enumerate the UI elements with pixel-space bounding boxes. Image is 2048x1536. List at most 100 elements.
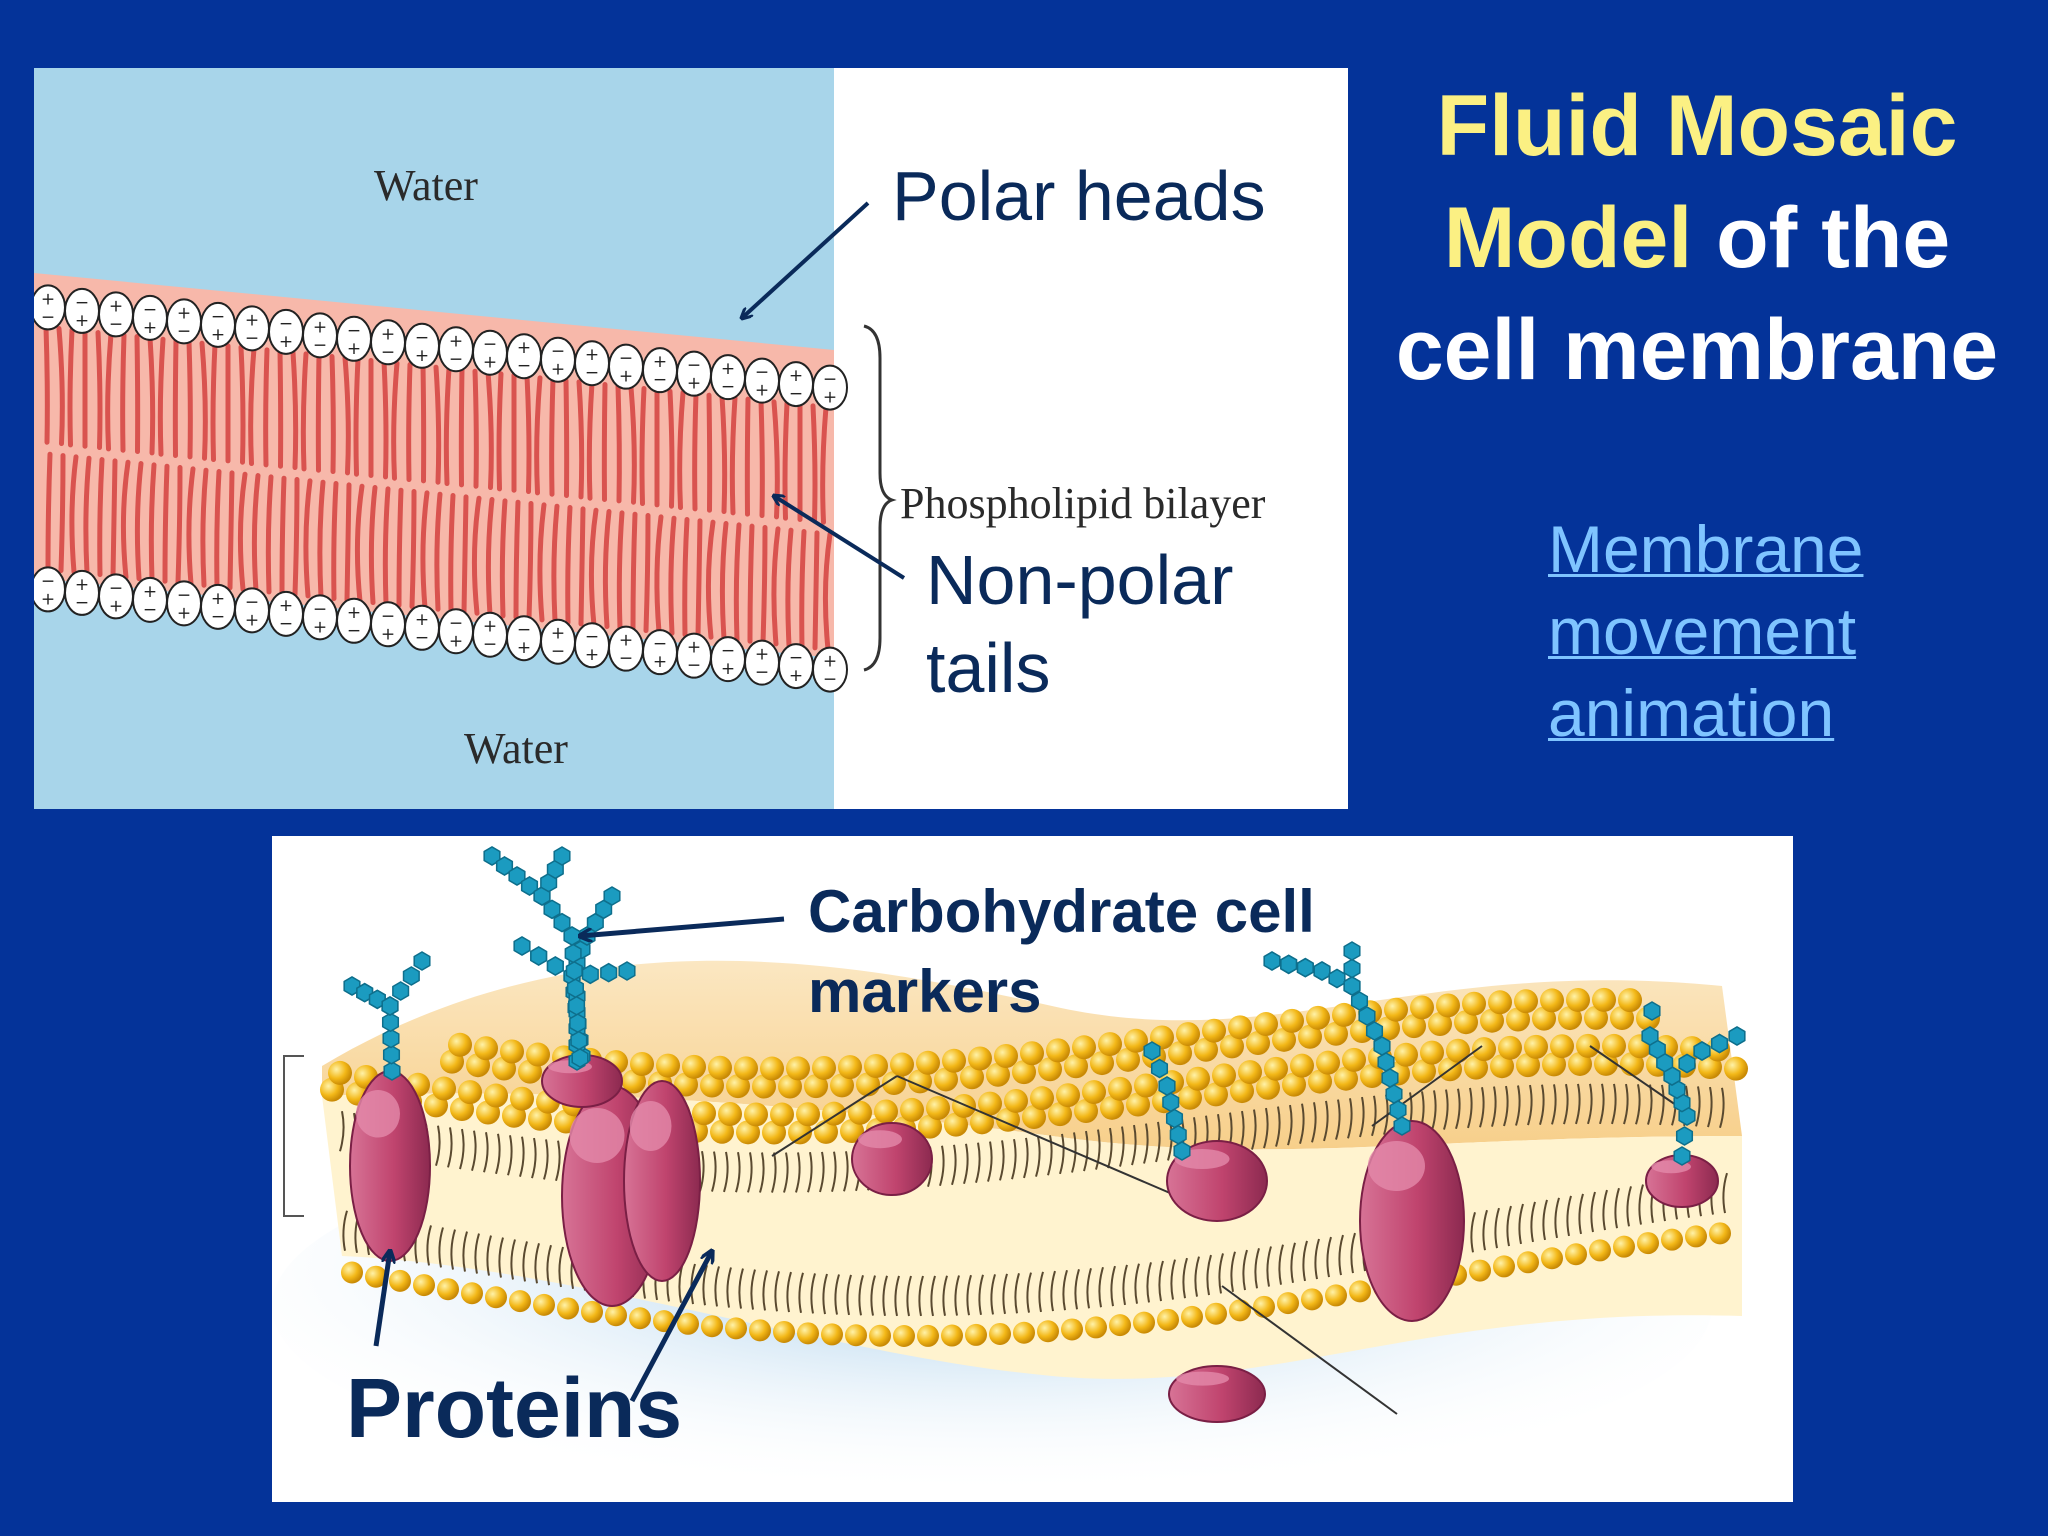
tail-mark (639, 386, 647, 507)
link-line1: Membrane (1548, 512, 1864, 586)
lipid-tail (1467, 1087, 1473, 1129)
protein-arrow-right (629, 1251, 712, 1403)
tail-mark (342, 355, 351, 476)
lipid-tail (1074, 1269, 1080, 1310)
lipid-tail (1371, 1095, 1377, 1137)
lipid-head (1202, 1018, 1226, 1043)
svg-text:−: − (449, 349, 463, 369)
tail-mark (265, 474, 274, 595)
lipid-tail (531, 1137, 537, 1179)
svg-text:+: + (41, 289, 55, 309)
lipid-head (762, 1120, 786, 1145)
lipid-head (1301, 1288, 1323, 1311)
lipid-tail (843, 1151, 849, 1192)
tail-mark (758, 398, 765, 519)
lipid-tail (738, 1268, 744, 1309)
lipid-head (1436, 993, 1460, 1018)
lipid-tail (783, 1152, 789, 1193)
lipid-tail (1542, 1199, 1548, 1241)
lipid-tail (966, 1274, 972, 1316)
lipid-head (1420, 1040, 1444, 1065)
sugar-bead (495, 856, 514, 876)
lipid-head (692, 1101, 716, 1126)
svg-text:+: + (789, 666, 803, 686)
polar-head: +− (778, 361, 814, 408)
lipid-tail (1518, 1203, 1524, 1245)
sugar-bead (1643, 1001, 1661, 1021)
polar-head: +− (268, 590, 304, 637)
lipid-tail (1443, 1089, 1449, 1130)
sugar-bead (603, 886, 621, 906)
sugar-bead (565, 960, 583, 981)
lipid-head (994, 1043, 1018, 1068)
svg-text:+: + (653, 352, 667, 372)
polar-head: +− (370, 319, 406, 366)
lipid-tail (1086, 1268, 1092, 1309)
lipid-tail (870, 1275, 876, 1316)
lipid-tail (1158, 1260, 1164, 1302)
lipid-head (1082, 1080, 1106, 1105)
bilayer-bracket (863, 324, 897, 672)
lipid-head (677, 1312, 699, 1335)
svg-text:−: − (721, 377, 735, 397)
tail-mark (810, 403, 818, 524)
sugar-bead (1328, 968, 1346, 989)
lipid-tail (1083, 1130, 1089, 1172)
svg-text:+: + (75, 311, 89, 331)
tail-mark (719, 394, 728, 515)
lipid-head (1360, 1064, 1384, 1089)
svg-text:+: + (75, 575, 89, 595)
svg-text:+: + (721, 359, 735, 379)
sugar-bead (1358, 1006, 1376, 1026)
nonpolar-tails-arrow (774, 496, 906, 580)
lipid-tail (942, 1275, 948, 1316)
peripheral-protein (1166, 1140, 1268, 1222)
lipid-head (1108, 1076, 1132, 1101)
tail-mark (105, 331, 114, 452)
tail-mark (526, 501, 534, 622)
lipid-head (1568, 1051, 1592, 1076)
lipid-tail (1143, 1123, 1149, 1164)
tail-mark (682, 517, 690, 638)
lipid-tail (1014, 1272, 1020, 1314)
peripheral-protein (1168, 1365, 1266, 1423)
lipid-head (1324, 1021, 1348, 1046)
lipid-head (1168, 1041, 1192, 1066)
polar-head: +− (472, 611, 508, 658)
lipid-tail (543, 1139, 549, 1180)
lipid-tail (714, 1266, 720, 1307)
lipid-head (821, 1323, 843, 1346)
tail-mark (615, 383, 622, 504)
polar-head: −+ (642, 629, 678, 676)
tail-mark (537, 502, 547, 623)
tail-mark (434, 491, 443, 612)
svg-text:+: + (755, 645, 769, 665)
polar-head: −+ (710, 636, 746, 683)
sugar-bead (553, 912, 571, 933)
lipid-tail (690, 1263, 696, 1305)
lipid-tail (495, 1133, 501, 1175)
lipid-head (1394, 1042, 1418, 1067)
membrane-animation-link[interactable]: Membrane movement animation (1548, 508, 1968, 754)
lipid-tail (1062, 1269, 1068, 1311)
lipid-tail (1206, 1254, 1212, 1296)
lipid-head (893, 1324, 915, 1347)
lipid-tail (1107, 1127, 1113, 1169)
polar-head: +− (166, 298, 202, 345)
svg-text:−: − (75, 593, 89, 613)
lipid-head (1637, 1232, 1659, 1255)
lipid-head (1542, 1052, 1566, 1077)
bilayer-diagram: +−−+−++−+−−+−++−+−−+−++−+−−+−++−+−−+−++−… (34, 68, 1348, 809)
sugar-bead (382, 1028, 400, 1049)
lipid-head (1325, 1284, 1347, 1307)
lipid-head (1264, 1056, 1288, 1081)
lipid-tail (1059, 1133, 1065, 1175)
lipid-head (796, 1102, 820, 1127)
lipid-tail (1566, 1195, 1572, 1237)
lipid-head (484, 1083, 508, 1108)
lipid-tail (951, 1144, 957, 1186)
tail-mark (186, 339, 193, 460)
lipid-head (1566, 987, 1590, 1012)
lipid-tail (1611, 1083, 1617, 1125)
svg-text:−: − (211, 307, 225, 327)
